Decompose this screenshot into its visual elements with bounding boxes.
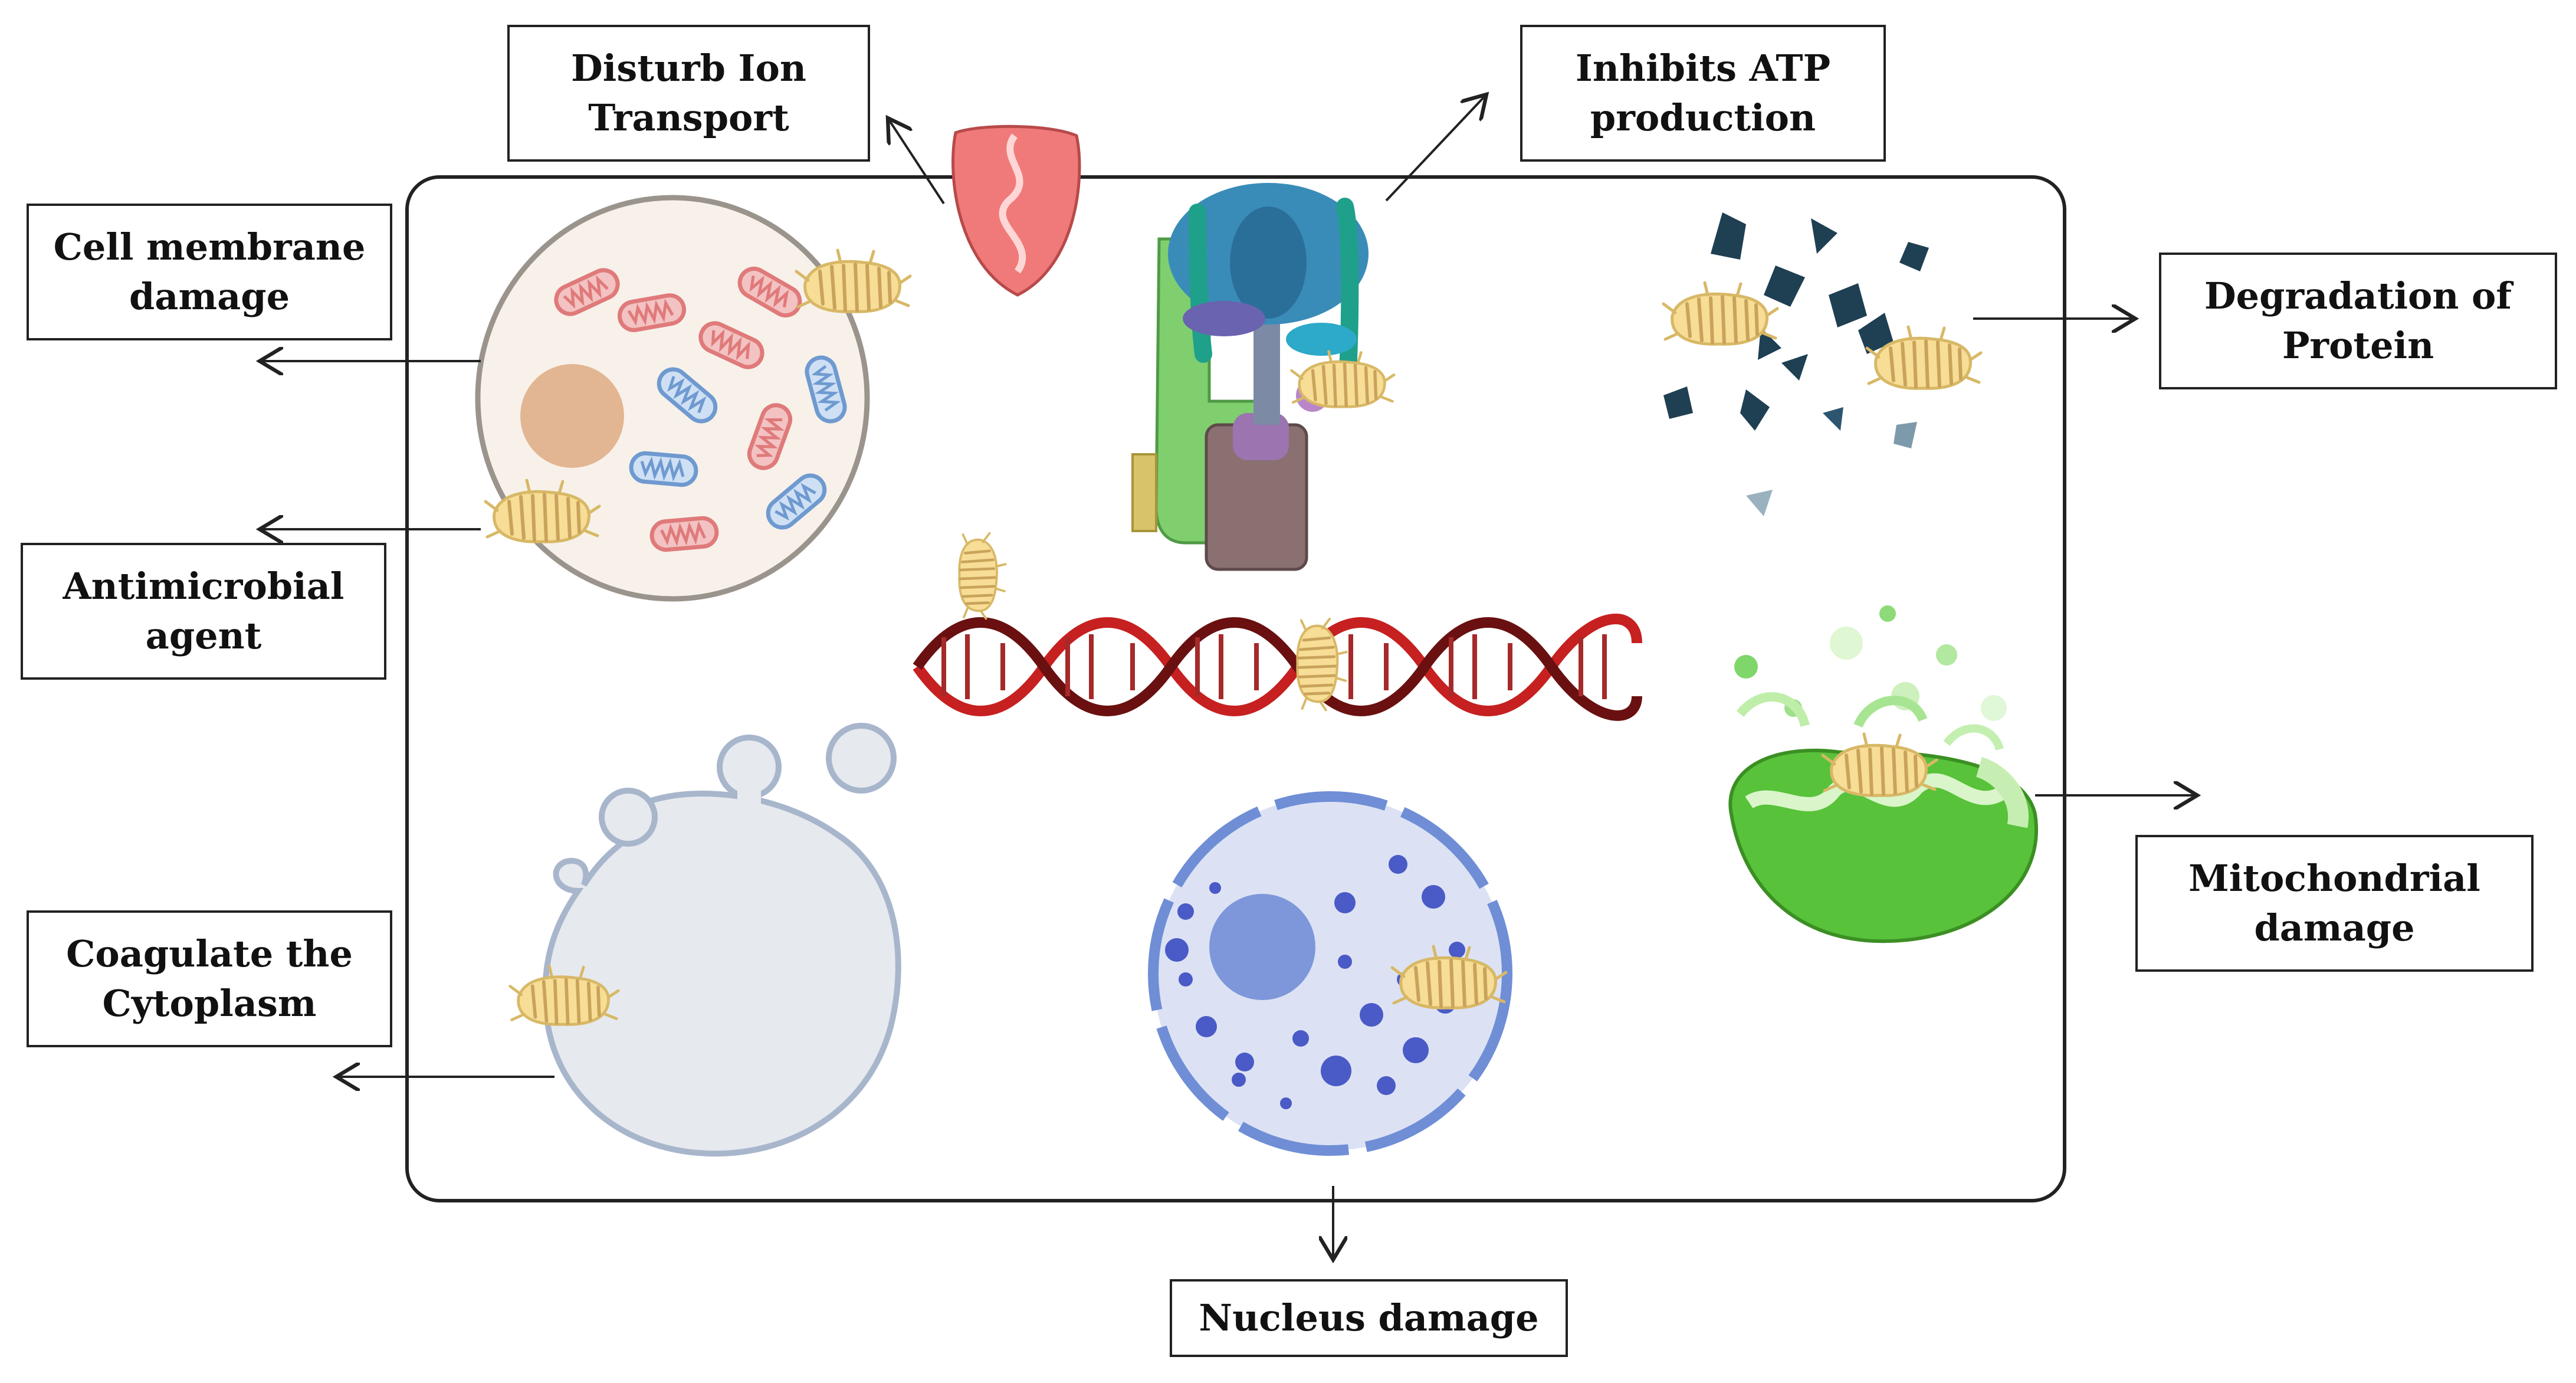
label-line: Disturb Ion (571, 47, 806, 90)
label-line: Protein (2282, 324, 2434, 367)
label-cell-membrane-damage: Cell membrane damage (27, 204, 392, 340)
arrows (260, 94, 2197, 1260)
arrow-to-inhibits-atp-production (1385, 94, 1486, 202)
label-nucleus-damage: Nucleus damage (1170, 1279, 1568, 1357)
label-line: Mitochondrial (2188, 857, 2480, 900)
protein-fragments (1663, 212, 1929, 516)
cell-nucleus (520, 364, 624, 468)
damaged-nucleus-cell (1148, 791, 1512, 1156)
antimicrobial-agent-icon (959, 533, 1005, 619)
label-line: Coagulate the (66, 932, 353, 976)
cell-with-blebs (542, 723, 901, 1157)
cell-frame (405, 175, 2066, 1202)
label-inhibits-atp-production: Inhibits ATP production (1520, 25, 1886, 162)
label-line: Cytoplasm (102, 982, 317, 1025)
label-line: Degradation of (2204, 274, 2512, 318)
antimicrobial-agent-icon (1663, 283, 1777, 344)
label-line: Transport (588, 96, 789, 139)
label-line: agent (145, 614, 262, 657)
label-disturb-ion-transport: Disturb Ion Transport (507, 25, 870, 162)
label-line: Nucleus damage (1199, 1296, 1539, 1340)
ion-channel (951, 124, 1081, 297)
antimicrobial-agent-icon (1823, 734, 1937, 795)
label-line: Inhibits ATP (1575, 47, 1831, 90)
label-antimicrobial-agent: Antimicrobial agent (21, 543, 386, 680)
arrow-to-disturb-ion-transport (888, 118, 945, 205)
label-mitochondrial-damage: Mitochondrial damage (2135, 835, 2534, 972)
atp-synthase (1131, 183, 1369, 571)
label-line: production (1590, 96, 1816, 139)
dna-double-helix (913, 614, 1642, 721)
label-coagulate-the-cytoplasm: Coagulate the Cytoplasm (27, 910, 392, 1047)
label-line: damage (2254, 906, 2415, 949)
label-line: Cell membrane (53, 225, 366, 269)
label-line: Antimicrobial (63, 565, 344, 608)
label-line: damage (129, 275, 290, 318)
label-degradation-of-protein: Degradation of Protein (2159, 253, 2557, 389)
